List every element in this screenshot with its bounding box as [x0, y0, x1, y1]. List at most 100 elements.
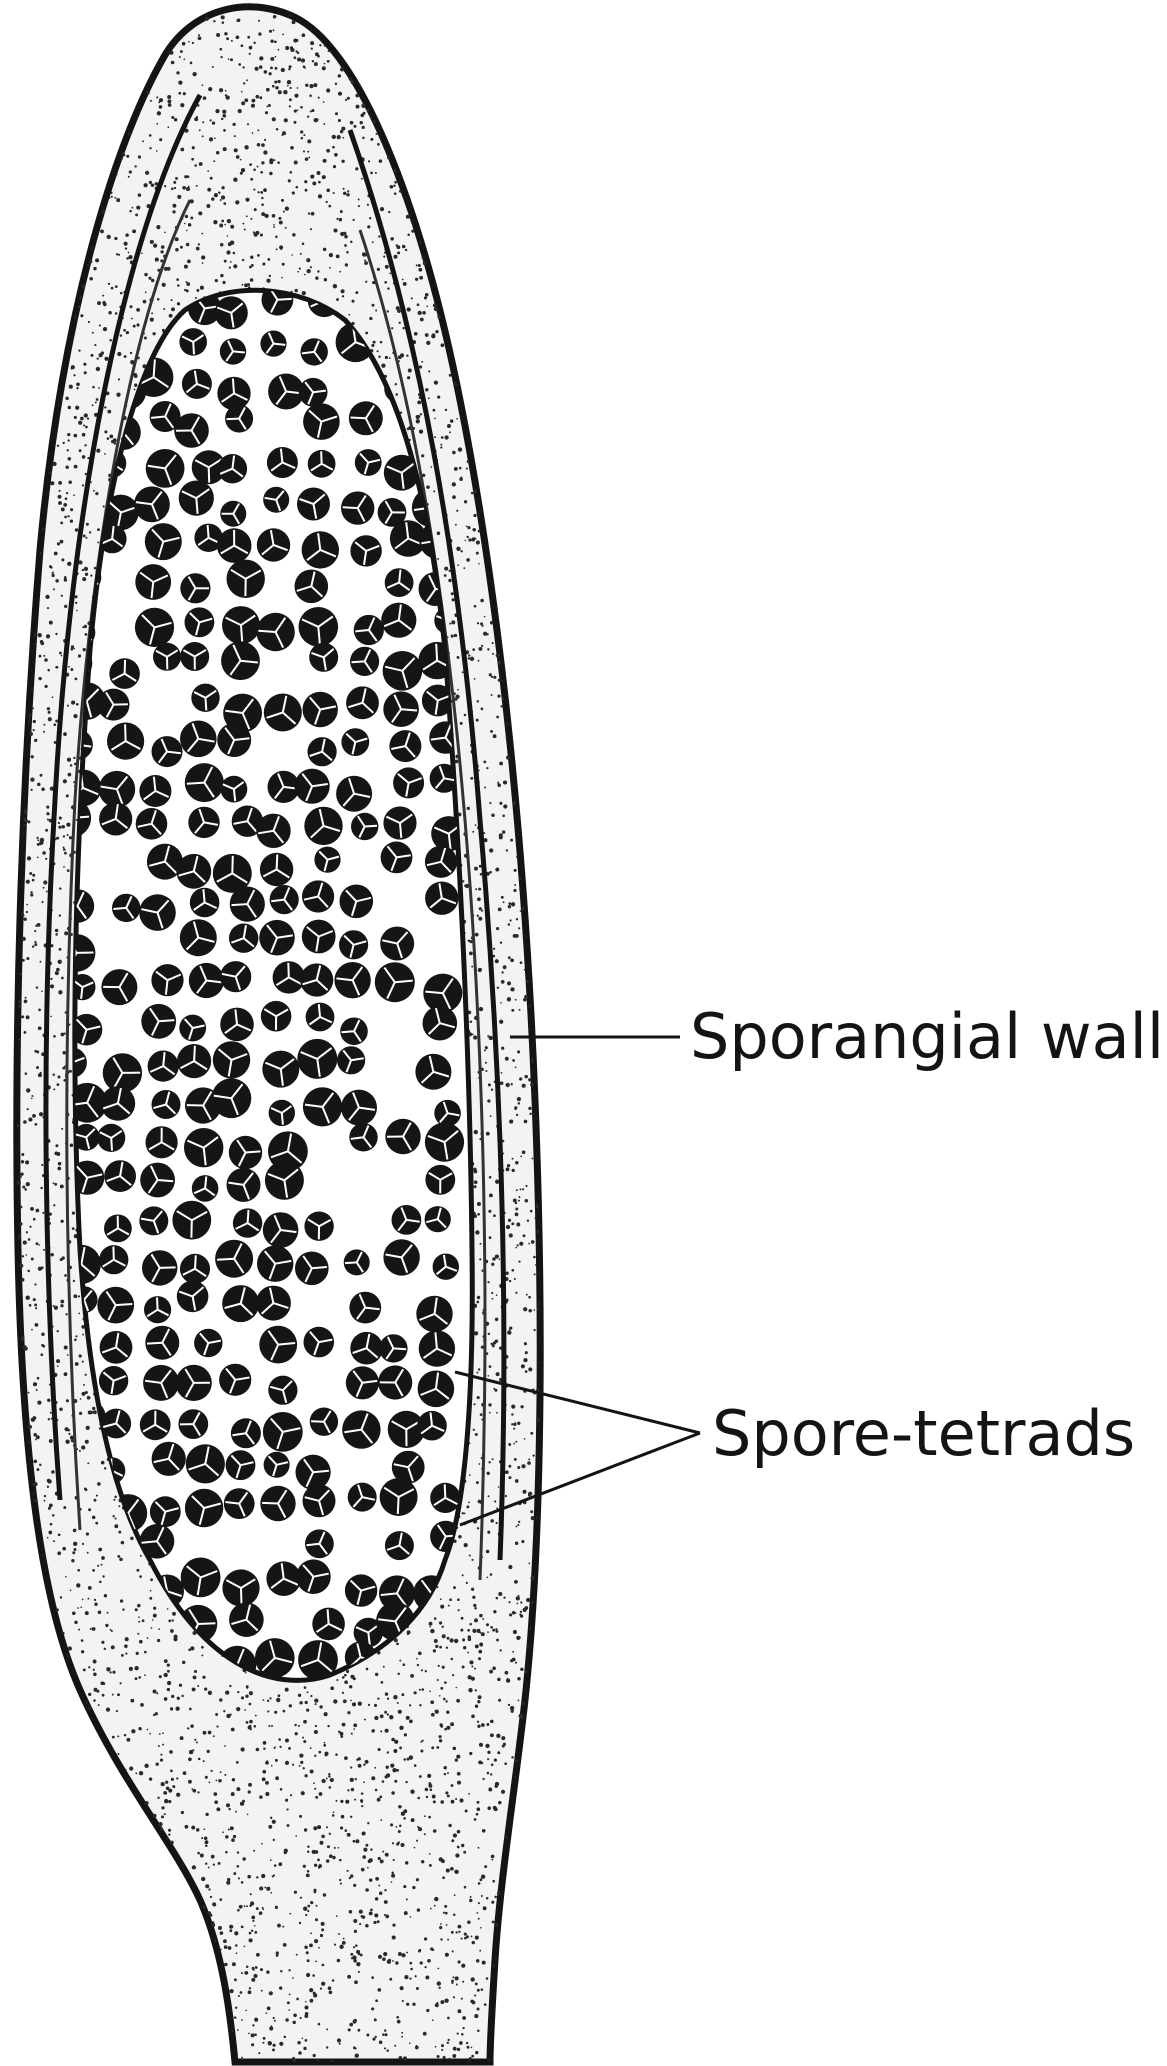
- spore-tetrad: [341, 728, 369, 756]
- spore-tetrad: [309, 643, 338, 672]
- spore-tetrad: [263, 1412, 303, 1452]
- spore-tetrad: [219, 1364, 251, 1396]
- spore-tetrad: [177, 1044, 211, 1078]
- spore-tetrad: [104, 1160, 136, 1192]
- spore-tetrad: [229, 924, 258, 953]
- spore-tetrad: [215, 1240, 253, 1278]
- spore-tetrad: [296, 1559, 331, 1594]
- spore-tetrad: [255, 1638, 295, 1678]
- spore-tetrad: [385, 1119, 420, 1154]
- spore-tetrad: [295, 1252, 329, 1286]
- spore-tetrad: [179, 481, 214, 516]
- spore-tetrad: [385, 1531, 414, 1560]
- spore-tetrad: [148, 1051, 179, 1082]
- spore-tetrad: [257, 1246, 293, 1282]
- spore-tetrad: [336, 776, 372, 812]
- spore-tetrad: [417, 1411, 447, 1441]
- spore-tetrad: [268, 374, 304, 410]
- spore-tetrad: [220, 501, 246, 527]
- spore-tetrad: [385, 568, 414, 597]
- spore-tetrad: [375, 962, 415, 1002]
- spore-tetrad: [101, 1086, 136, 1121]
- spore-tetrad: [301, 338, 328, 365]
- spore-tetrad: [383, 651, 423, 691]
- spore-tetrad: [393, 767, 424, 798]
- spore-tetrad: [383, 806, 416, 839]
- spore-tetrad: [303, 1484, 336, 1517]
- spore-tetrad: [233, 1208, 262, 1237]
- spore-tetrad: [346, 1366, 379, 1399]
- spore-tetrad: [176, 1365, 212, 1401]
- spore-tetrad: [135, 564, 171, 600]
- spore-tetrad: [71, 1014, 103, 1046]
- spore-tetrad: [152, 1442, 186, 1476]
- spore-tetrad: [213, 1041, 250, 1078]
- spore-tetrad: [179, 1015, 206, 1042]
- spore-tetrad: [305, 1529, 334, 1558]
- spore-tetrad: [98, 689, 130, 721]
- spore-tetrad: [261, 1001, 292, 1032]
- spore-tetrad: [425, 846, 457, 878]
- spore-tetrad: [152, 736, 183, 767]
- spore-tetrad: [354, 615, 384, 645]
- spore-tetrad: [99, 1366, 128, 1395]
- spore-tetrad: [434, 1100, 461, 1127]
- spore-tetrad: [381, 603, 416, 638]
- spore-tetrad: [140, 1409, 171, 1440]
- spore-tetrad: [334, 962, 370, 998]
- spore-tetrad: [153, 643, 181, 671]
- spore-tetrad: [217, 377, 250, 410]
- spore-tetrad: [190, 888, 220, 918]
- spore-tetrad: [340, 1018, 368, 1046]
- spore-tetrad: [142, 1250, 177, 1285]
- spore-tetrad: [302, 920, 336, 954]
- spore-tetrad: [350, 1332, 383, 1365]
- spore-tetrad: [298, 1640, 338, 1680]
- spore-tetrad: [430, 1483, 460, 1513]
- spore-tetrad: [222, 606, 260, 644]
- spore-tetrad: [222, 1569, 259, 1606]
- spore-tetrad: [99, 771, 136, 808]
- spore-tetrad: [230, 887, 265, 922]
- spore-tetrad: [355, 449, 382, 476]
- spore-tetrad: [139, 1206, 168, 1235]
- spore-tetrad: [273, 961, 305, 993]
- spore-tetrad: [225, 405, 253, 433]
- spore-tetrad: [268, 1376, 297, 1405]
- spore-tetrad: [342, 1410, 380, 1448]
- spore-tetrad: [146, 1126, 178, 1158]
- spore-tetrad: [231, 1418, 261, 1448]
- spore-tetrad: [177, 1281, 209, 1313]
- spore-tetrad: [349, 401, 383, 435]
- spore-tetrad: [260, 331, 286, 357]
- spore-tetrad: [350, 647, 379, 676]
- spore-tetrad: [295, 769, 330, 804]
- spore-tetrad: [185, 607, 215, 637]
- spore-tetrad: [73, 1124, 100, 1151]
- spore-tetrad: [229, 1136, 262, 1169]
- spore-tetrad: [383, 691, 419, 727]
- spore-tetrad: [99, 1245, 128, 1274]
- spore-tetrad: [260, 1486, 295, 1521]
- spore-tetrad: [97, 1124, 125, 1152]
- spore-tetrad: [107, 723, 144, 760]
- spore-tetrad: [229, 1602, 264, 1637]
- spore-tetrad: [269, 1100, 295, 1126]
- spore-tetrad: [180, 573, 210, 603]
- spore-tetrad: [221, 641, 260, 680]
- spore-tetrad: [224, 1488, 255, 1519]
- spore-tetrad: [146, 449, 185, 488]
- spore-tetrad: [194, 1329, 222, 1357]
- spore-tetrad: [349, 1292, 381, 1324]
- spore-tetrad: [263, 487, 289, 513]
- spore-tetrad: [104, 1215, 132, 1243]
- spore-tetrad: [172, 1201, 211, 1240]
- spore-tetrad: [215, 296, 248, 329]
- spore-tetrad: [345, 1574, 377, 1606]
- spore-tetrad: [259, 1326, 297, 1364]
- spore-tetrad: [179, 328, 207, 356]
- spore-tetrad: [312, 1608, 345, 1641]
- spore-tetrad: [176, 854, 211, 889]
- spore-tetrad: [297, 1039, 337, 1079]
- spore-tetrad: [260, 853, 293, 886]
